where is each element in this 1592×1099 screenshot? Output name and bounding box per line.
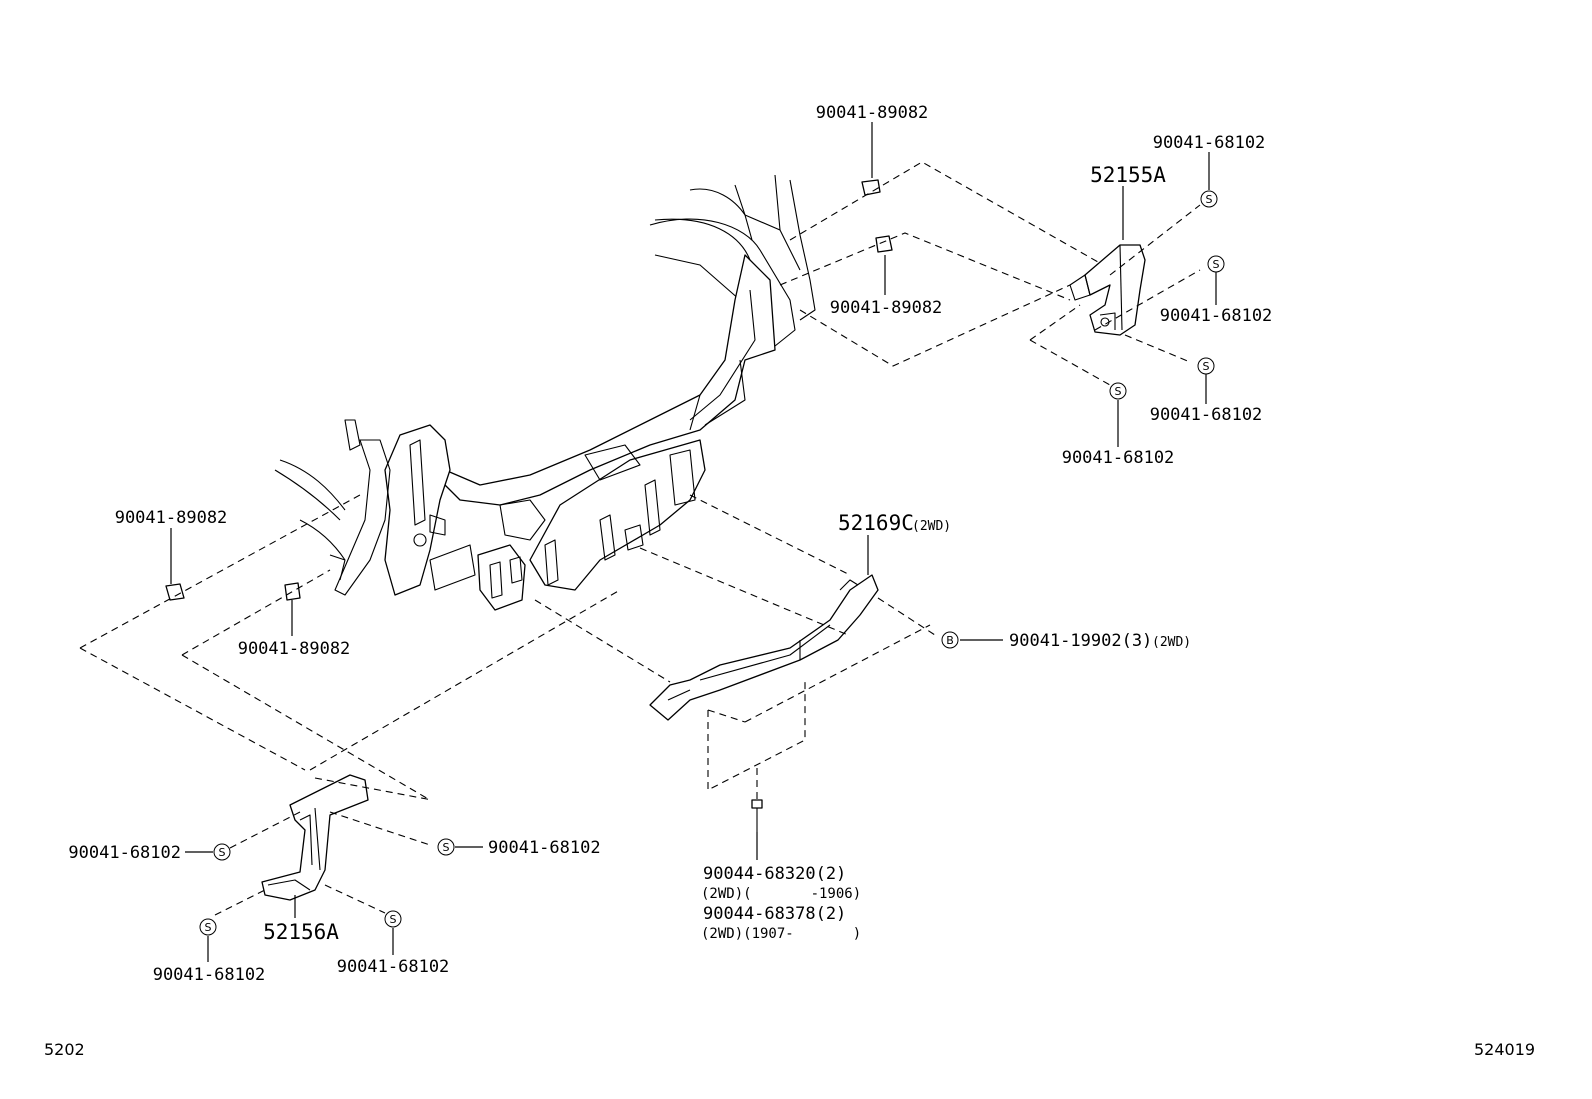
lower-cover-52169c-drawing <box>649 574 879 721</box>
label-screw-ll-left: 90041-68102 <box>68 843 181 863</box>
label-part-52155a: 52155A <box>1090 163 1166 187</box>
label-clip-upper-mid: 90041-89082 <box>830 298 943 318</box>
clip-upper-mid-shape <box>875 235 893 253</box>
svg-text:B: B <box>946 634 954 647</box>
label-bolt-lower-1-note: (2WD)( -1906) <box>701 886 861 902</box>
label-screw-ur-lower-right: 90041-68102 <box>1150 405 1263 425</box>
clip-left-outer-shape <box>165 583 185 601</box>
footer-right-code: 524019 <box>1474 1040 1536 1059</box>
label-screw-ll-right: 90041-68102 <box>488 838 601 858</box>
screw-symbol-ur-right: S <box>1207 255 1225 273</box>
clip-top-shape <box>861 179 881 196</box>
label-screw-ur-bottom: 90041-68102 <box>1062 448 1175 468</box>
leader-lines <box>170 122 1217 962</box>
screw-symbol-ll-right: S <box>437 838 455 856</box>
screw-symbol-ur-lower-right: S <box>1197 357 1215 375</box>
label-bolt-lower-1: 90044-68320(2) <box>703 864 846 884</box>
label-clip-top: 90041-89082 <box>816 103 929 123</box>
radiator-support-structure <box>274 174 816 611</box>
svg-text:S: S <box>390 913 397 926</box>
svg-text:S: S <box>219 846 226 859</box>
svg-text:S: S <box>443 841 450 854</box>
label-part-52156a: 52156A <box>263 920 339 944</box>
footer-left-code: 5202 <box>44 1040 85 1059</box>
label-screw-ll-bottom-right: 90041-68102 <box>337 957 450 977</box>
label-part-52169c: 52169C <box>838 511 914 535</box>
screw-symbol-ur-top: S <box>1200 190 1218 208</box>
label-bolt-b: 90041-19902(3) <box>1009 631 1152 651</box>
screw-symbol-ll-bottom-left: S <box>199 918 217 936</box>
bolt-symbol-b: B <box>941 631 959 649</box>
screw-symbol-ll-left: S <box>213 843 231 861</box>
svg-text:S: S <box>1206 193 1213 206</box>
bracket-52155a-drawing <box>1069 244 1146 336</box>
label-clip-left-inner: 90041-89082 <box>238 639 351 659</box>
label-part-52169c-note: (2WD) <box>912 519 951 534</box>
lower-bolt-shape <box>751 799 763 832</box>
bracket-52156a-drawing <box>261 774 369 901</box>
label-screw-ur-right: 90041-68102 <box>1160 306 1273 326</box>
label-bolt-lower-2: 90044-68378(2) <box>703 904 846 924</box>
label-screw-ll-bottom-left: 90041-68102 <box>153 965 266 985</box>
label-screw-ur-top: 90041-68102 <box>1153 133 1266 153</box>
screw-symbol-ur-bottom: S <box>1109 382 1127 400</box>
svg-text:S: S <box>1213 258 1220 271</box>
screw-symbol-ll-bottom-right: S <box>384 910 402 928</box>
label-bolt-lower-2-note: (2WD)(1907- ) <box>701 926 861 942</box>
svg-text:S: S <box>1203 360 1210 373</box>
label-bolt-b-note: (2WD) <box>1152 635 1191 650</box>
svg-text:S: S <box>1115 385 1122 398</box>
clip-left-inner-shape <box>284 582 301 601</box>
svg-text:S: S <box>205 921 212 934</box>
label-clip-left-outer: 90041-89082 <box>115 508 228 528</box>
assembly-dashed-lines <box>79 161 1201 916</box>
